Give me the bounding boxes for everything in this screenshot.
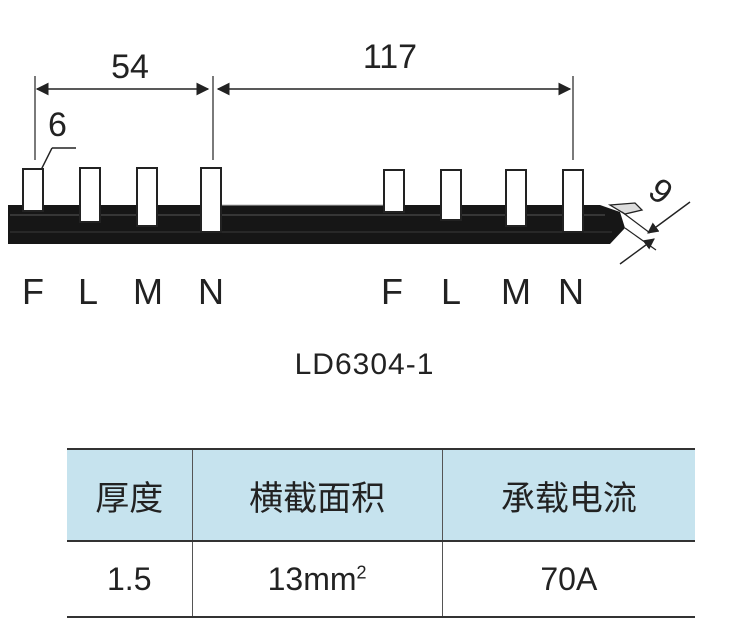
table-row: 1.5 13mm2 70A	[67, 541, 695, 618]
pin-left-f	[22, 168, 44, 212]
thickness-arrow-top	[647, 201, 691, 234]
busbar-drawing: 54 117 6 9 F L M N F L M N	[8, 38, 691, 312]
pin-label-left-n: N	[198, 271, 224, 312]
pin-right-l	[440, 169, 462, 221]
dimension-label-117: 117	[363, 38, 417, 76]
header-thickness: 厚度	[67, 448, 192, 542]
header-cross-section: 横截面积	[191, 448, 443, 542]
pin-label-left-l: L	[78, 271, 98, 312]
cell-thickness: 1.5	[67, 541, 192, 618]
header-current: 承载电流	[441, 448, 695, 542]
spec-table: 厚度 横截面积 承载电流 1.5 13mm2 70A	[67, 448, 695, 618]
pin-label-left-m: M	[133, 271, 163, 312]
model-number: LD6304-1	[294, 348, 435, 381]
pin-label-right-l: L	[441, 271, 461, 312]
pin-label-right-f: F	[381, 271, 403, 312]
pin-left-l	[79, 167, 101, 223]
dimension-label-6: 6	[48, 106, 67, 144]
pin-right-n	[562, 169, 584, 233]
busbar-body	[8, 202, 644, 244]
pin-left-n	[200, 167, 222, 233]
cell-area-value: 13mm	[267, 560, 357, 597]
pin-right-m	[505, 169, 527, 227]
pin-left-m	[136, 167, 158, 227]
dimension-label-9: 9	[641, 171, 679, 213]
pins	[22, 167, 584, 233]
pin-label-right-n: N	[558, 271, 584, 312]
cell-current: 70A	[441, 541, 695, 618]
thickness-arrow-bottom	[619, 238, 655, 265]
pin-right-f	[383, 169, 405, 213]
cell-area-exponent: 2	[356, 561, 367, 582]
dimension-label-54: 54	[111, 48, 149, 86]
table-header-row: 厚度 横截面积 承载电流	[67, 448, 695, 542]
pin-label-right-m: M	[501, 271, 531, 312]
cell-cross-section: 13mm2	[191, 541, 443, 618]
pin-label-left-f: F	[22, 271, 44, 312]
